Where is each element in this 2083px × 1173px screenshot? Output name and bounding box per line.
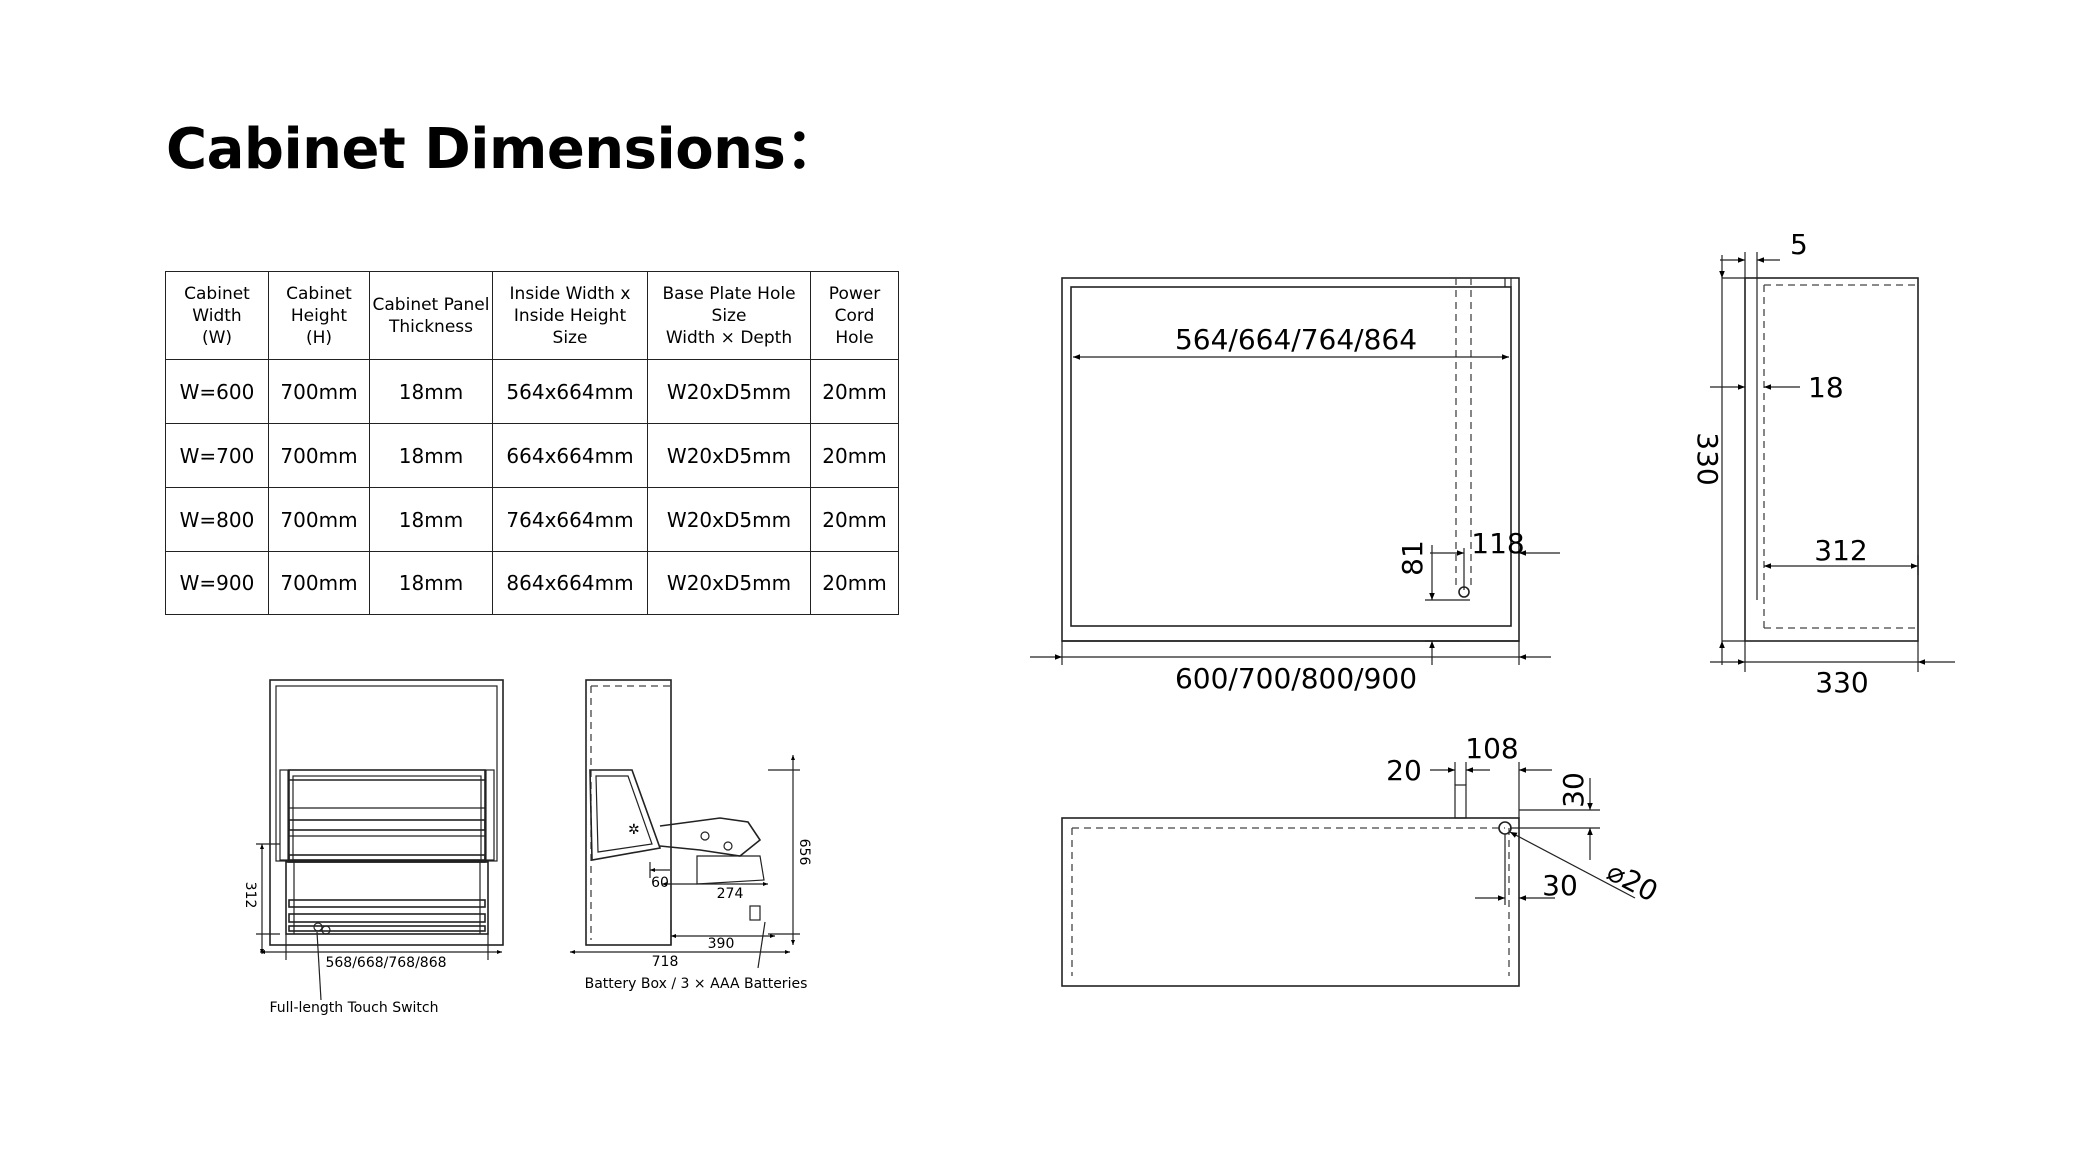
fan-icon: ✲ xyxy=(628,822,640,838)
table-row: W=600 700mm 18mm 564x664mm W20xD5mm 20mm xyxy=(165,359,899,424)
table-cell: 18mm xyxy=(369,359,493,424)
dim-basket-width: 568/668/768/868 xyxy=(325,955,446,971)
table-cell: 20mm xyxy=(810,359,899,424)
dim-5: 5 xyxy=(1790,228,1808,261)
table-cell: W=900 xyxy=(165,551,269,615)
header-cabinet-width: Cabinet Width (W) xyxy=(165,271,269,360)
table-row: W=700 700mm 18mm 664x664mm W20xD5mm 20mm xyxy=(165,423,899,488)
dim-274: 274 xyxy=(717,886,744,902)
dim-inside-width: 564/664/764/864 xyxy=(1175,323,1417,356)
cabinet-top-view: 108 20 30 30 ⌀20 xyxy=(1061,732,1664,987)
dim-656: 656 xyxy=(796,839,812,866)
dim-basket-312: 312 xyxy=(242,882,258,909)
cabinet-dimensions-table: Cabinet Width (W) Cabinet Height (H) Cab… xyxy=(165,271,899,615)
dim-312: 312 xyxy=(1814,534,1867,567)
dim-30-vertical: 30 xyxy=(1557,772,1590,808)
basket-front-view: 312 568/668/768/868 Full-length Touch Sw… xyxy=(242,679,504,1016)
table-cell: W=700 xyxy=(165,423,269,488)
table-cell: 564x664mm xyxy=(492,359,648,424)
table-cell: 700mm xyxy=(268,359,370,424)
dim-118: 118 xyxy=(1471,527,1524,560)
dim-hole-diameter: ⌀20 xyxy=(1602,855,1664,909)
dim-outer-width: 600/700/800/900 xyxy=(1175,662,1417,695)
touch-switch-label: Full-length Touch Switch xyxy=(270,1000,439,1016)
header-inside-size: Inside Width x Inside Height Size xyxy=(492,271,648,360)
dim-718: 718 xyxy=(652,954,679,970)
table-cell: 864x664mm xyxy=(492,551,648,615)
dim-81: 81 xyxy=(1396,540,1429,576)
table-row: W=800 700mm 18mm 764x664mm W20xD5mm 20mm xyxy=(165,487,899,552)
table-cell: 664x664mm xyxy=(492,423,648,488)
table-cell: 20mm xyxy=(810,487,899,552)
table-header-row: Cabinet Width (W) Cabinet Height (H) Cab… xyxy=(165,271,899,360)
dim-390: 390 xyxy=(708,936,735,952)
table-cell: 18mm xyxy=(369,423,493,488)
basket-side-view: ✲ 60 274 390 718 656 Battery Box / 3 × A… xyxy=(570,679,812,992)
table-cell: 18mm xyxy=(369,487,493,552)
table-cell: 700mm xyxy=(268,487,370,552)
cabinet-front-view: 564/664/764/864 600/700/800/900 118 81 xyxy=(1030,277,1560,695)
dim-330-depth: 330 xyxy=(1815,666,1868,699)
table-cell: 20mm xyxy=(810,423,899,488)
dim-60: 60 xyxy=(651,875,669,891)
header-panel-thickness: Cabinet Panel Thickness xyxy=(369,271,493,360)
table-cell: W20xD5mm xyxy=(647,551,811,615)
table-cell: 700mm xyxy=(268,551,370,615)
table-cell: W=800 xyxy=(165,487,269,552)
dim-108: 108 xyxy=(1465,732,1518,765)
table-row: W=900 700mm 18mm 864x664mm W20xD5mm 20mm xyxy=(165,551,899,615)
table-cell: 700mm xyxy=(268,423,370,488)
dim-18: 18 xyxy=(1808,371,1844,404)
dim-30: 30 xyxy=(1542,869,1578,902)
table-cell: W20xD5mm xyxy=(647,359,811,424)
cabinet-side-view: 5 18 330 312 330 xyxy=(1691,228,1955,699)
header-power-cord-hole: Power Cord Hole xyxy=(810,271,899,360)
page-title: Cabinet Dimensions： xyxy=(166,117,841,182)
battery-box-label: Battery Box / 3 × AAA Batteries xyxy=(585,976,808,992)
table-cell: 18mm xyxy=(369,551,493,615)
header-cabinet-height: Cabinet Height (H) xyxy=(268,271,370,360)
dim-330-height: 330 xyxy=(1691,432,1724,485)
table-cell: 764x664mm xyxy=(492,487,648,552)
dim-20: 20 xyxy=(1386,754,1422,787)
table-cell: 20mm xyxy=(810,551,899,615)
